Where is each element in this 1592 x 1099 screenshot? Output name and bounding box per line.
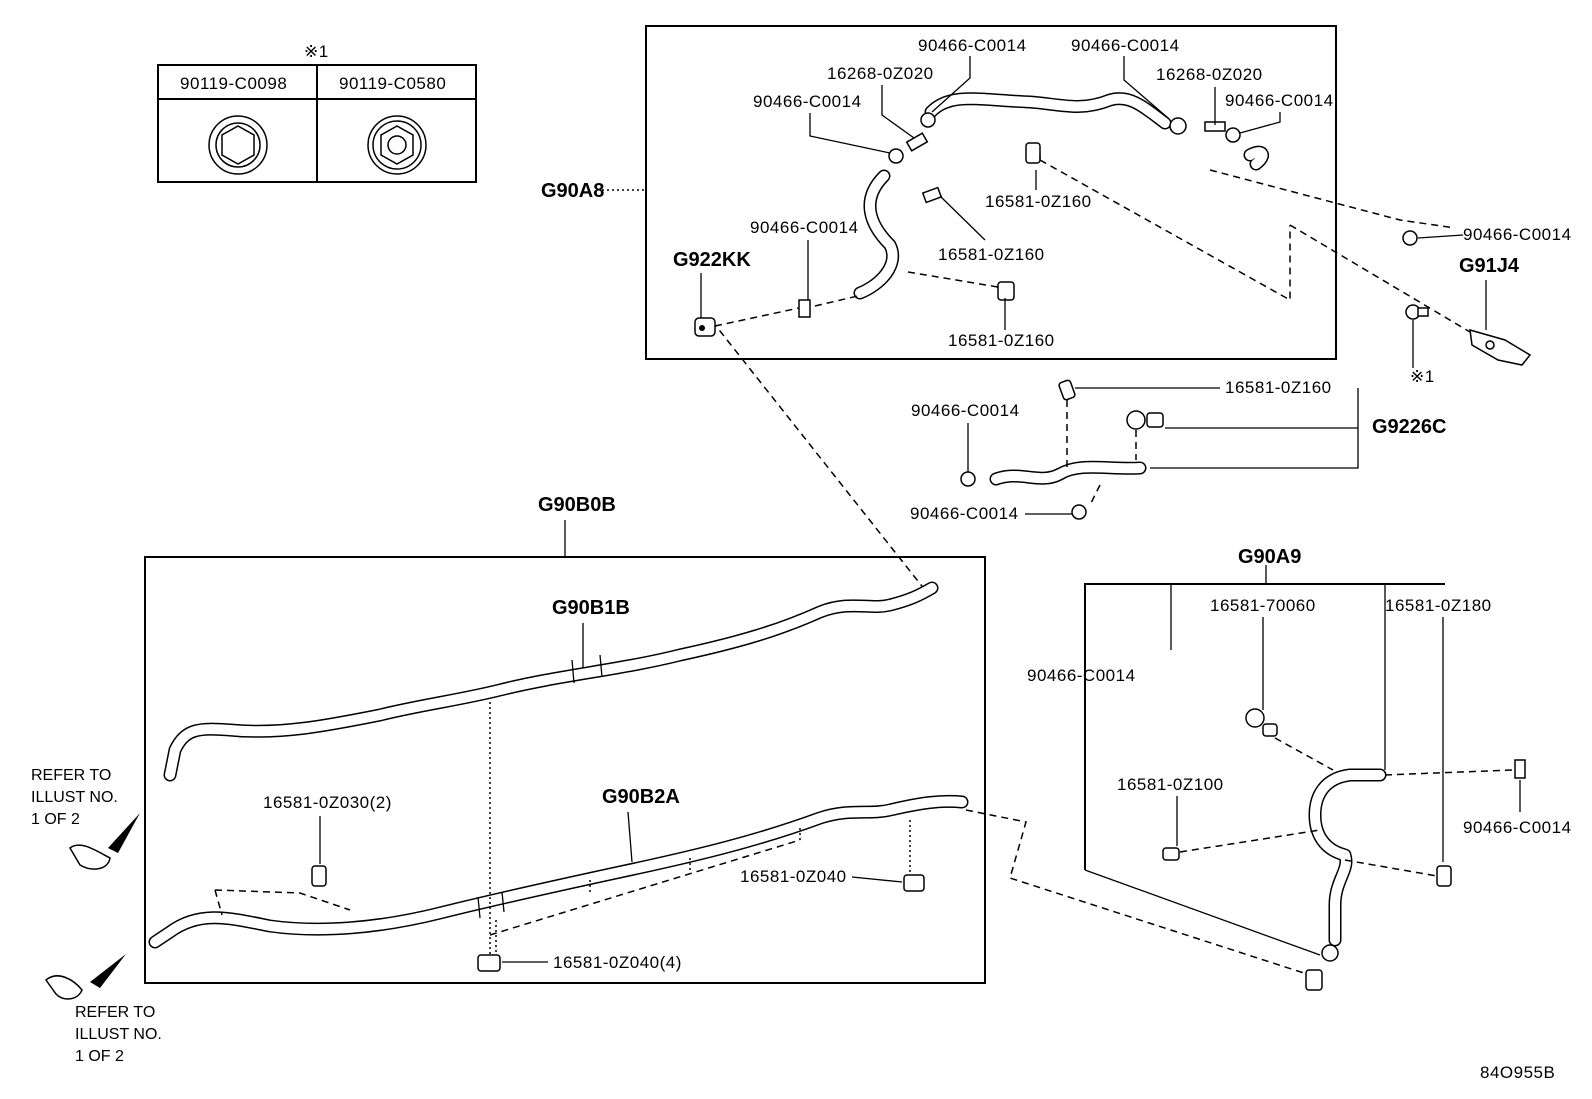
g90a8-box [645, 25, 1337, 360]
dashed-connections [714, 159, 1471, 333]
bolt-icon [1405, 304, 1429, 320]
group-label-g91j4: G91J4 [1459, 255, 1520, 277]
hose-clamp-icon [1321, 944, 1339, 962]
hex-bolt-icon [208, 115, 268, 175]
part-label-16581-0z160: 16581-0Z160 [948, 331, 1055, 350]
refer-arrow-icon [69, 813, 140, 870]
hose-clip-icon [1245, 708, 1278, 737]
union-fitting-icon [905, 121, 1226, 152]
part-label-90466-c0014: 90466-C0014 [1463, 818, 1572, 837]
pipe-clip-icon [311, 865, 327, 887]
figure-code: 84O955B [1480, 1063, 1555, 1082]
hose-clip-icon [1058, 379, 1076, 401]
part-label-90466-c0014: 90466-C0014 [1463, 225, 1572, 244]
part-label-90466-c0014: 90466-C0014 [1027, 666, 1136, 685]
group-label-g922kk: G922KK [673, 249, 751, 271]
pipe-clip-icon [477, 954, 501, 972]
flange-bolt-icon [367, 115, 427, 175]
hose-clamp-icon [960, 471, 1087, 520]
pipe-g90b1b [163, 581, 939, 782]
bracket-g922kk-icon [694, 317, 716, 337]
group-label-g90a9: G90A9 [1238, 546, 1301, 568]
part-label-90466-c0014: 90466-C0014 [910, 504, 1019, 523]
part-label-16268-0z020: 16268-0Z020 [827, 64, 934, 83]
group-label-g90b2a: G90B2A [602, 786, 680, 808]
refer-note-top: ILLUST NO. [31, 789, 118, 806]
dashed-connections [1179, 737, 1513, 877]
hose-clamp-icon [1514, 759, 1526, 779]
note-mark-bolt: ※1 [1410, 367, 1435, 386]
hose-clip-icon [798, 142, 1041, 318]
part-label-16581-0z180: 16581-0Z180 [1385, 596, 1492, 615]
part-label-16268-0z020: 16268-0Z020 [1156, 65, 1263, 84]
group-label-g90a8: G90A8 [541, 180, 604, 202]
dashed-connections [214, 702, 1311, 976]
bolt-table-header-1: 90119-C0098 [180, 74, 287, 93]
part-label-90466-c0014: 90466-C0014 [911, 401, 1020, 420]
hose-g90a9 [1308, 768, 1387, 947]
part-label-16581-70060: 16581-70060 [1210, 596, 1316, 615]
refer-note-top: 1 OF 2 [31, 811, 80, 828]
part-label-90466-c0014: 90466-C0014 [753, 92, 862, 111]
hose-clip-icon [1162, 847, 1180, 861]
refer-note-bottom: ILLUST NO. [75, 1026, 162, 1043]
part-label-16581-0z160: 16581-0Z160 [938, 245, 1045, 264]
g90a9-bracket [1084, 583, 1445, 870]
dashed-connections [1066, 400, 1137, 506]
pipe-clip-icon [903, 874, 925, 892]
refer-arrow-icon [44, 954, 126, 1000]
part-label-90466-c0014: 90466-C0014 [1071, 36, 1180, 55]
bracket-g91j4-icon [1469, 328, 1532, 366]
hose-clip-icon [1126, 410, 1164, 430]
part-label-90466-c0014: 90466-C0014 [1225, 91, 1334, 110]
refer-note-top: REFER TO [31, 767, 111, 784]
part-label-90466-c0014: 90466-C0014 [750, 218, 859, 237]
part-label-16581-0z160: 16581-0Z160 [1225, 378, 1332, 397]
hose-clip-icon [1305, 969, 1323, 991]
bolt-table-header-2: 90119-C0580 [339, 74, 446, 93]
note-mark-table: ※1 [304, 42, 329, 61]
g90b0b-box [144, 556, 986, 984]
group-label-g9226c: G9226C [1372, 416, 1447, 438]
hose-left-vertical [853, 169, 900, 300]
refer-note-bottom: REFER TO [75, 1004, 155, 1021]
hose-clip-icon [1436, 865, 1452, 887]
pipe-g90b2a [148, 794, 969, 949]
hose-short-right [1243, 145, 1269, 171]
leader-lines [1170, 565, 1521, 862]
leader-lines [700, 56, 1281, 330]
hose-clamp-icon [888, 112, 1241, 164]
part-label-16581-0z100: 16581-0Z100 [1117, 775, 1224, 794]
bolt-table: 90119-C0098 90119-C0580 [157, 64, 477, 183]
part-label-16581-0z040-4: 16581-0Z040(4) [553, 953, 682, 972]
part-label-16581-0z040: 16581-0Z040 [740, 867, 847, 886]
hose-upper [924, 92, 1172, 130]
part-label-90466-c0014: 90466-C0014 [918, 36, 1027, 55]
leader-lines [967, 387, 1359, 515]
refer-note-bottom: 1 OF 2 [75, 1048, 124, 1065]
group-label-g90b1b: G90B1B [552, 597, 630, 619]
part-label-16581-0z030-2: 16581-0Z030(2) [263, 793, 392, 812]
clamp-icon [1402, 230, 1418, 246]
part-label-16581-0z160: 16581-0Z160 [985, 192, 1092, 211]
group-label-g90b0b: G90B0B [538, 494, 616, 516]
hose-g9226c [989, 460, 1147, 486]
